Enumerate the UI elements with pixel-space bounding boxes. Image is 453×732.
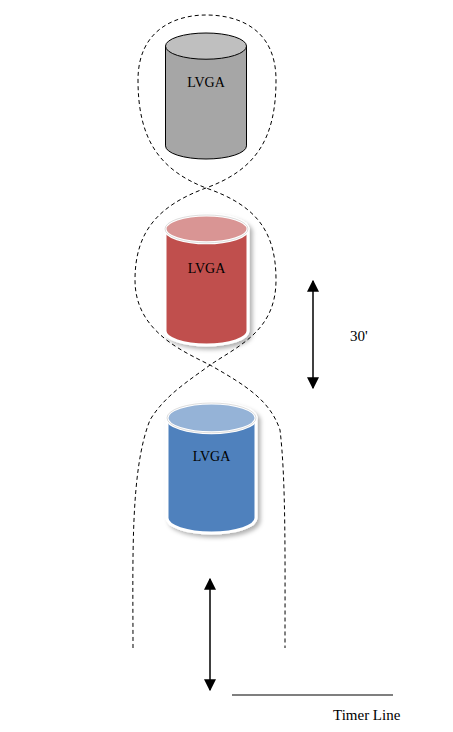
cylinder-label: LVGA xyxy=(163,261,250,277)
cylinder-label: LVGA xyxy=(165,449,258,465)
cone-cylinder: LVGA xyxy=(165,403,258,533)
cylinder-shape xyxy=(165,403,258,533)
cylinder-shape xyxy=(163,215,250,345)
dashed-course-path xyxy=(133,15,285,648)
dimension-label: 30' xyxy=(350,328,368,345)
cone-cylinder: LVGA xyxy=(163,215,250,345)
dimension-arrow xyxy=(312,281,314,388)
cone-cylinder: LVGA xyxy=(165,33,247,159)
cylinder-label: LVGA xyxy=(165,75,247,91)
cylinder-shape xyxy=(165,33,247,159)
timer-line xyxy=(232,694,393,695)
dimension-arrow xyxy=(209,579,211,690)
timer-line-label: Timer Line xyxy=(333,707,400,724)
